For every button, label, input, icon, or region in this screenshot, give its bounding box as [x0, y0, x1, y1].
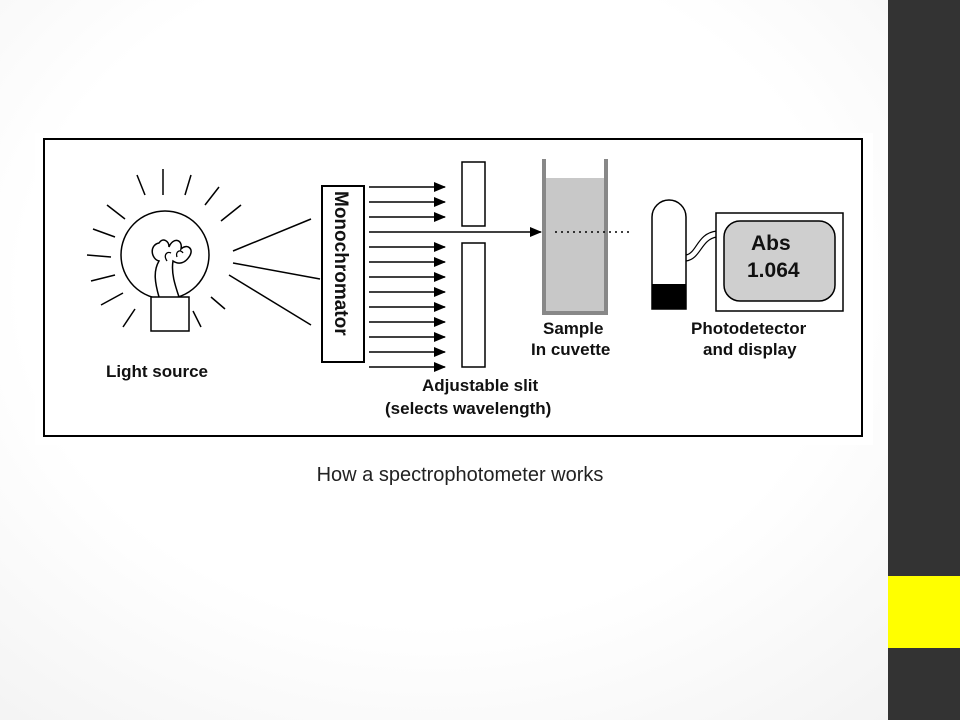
cuvette [542, 159, 633, 315]
figure-caption: How a spectrophotometer works [316, 464, 604, 486]
slit-label-line2: (selects wavelength) [385, 399, 551, 418]
sample-label-line1: Sample [543, 319, 603, 338]
detector-label-line2: and display [703, 340, 797, 359]
slit-lower-plate [461, 242, 486, 368]
slit-label-line1: Adjustable slit [422, 376, 539, 395]
photodetector-icon [651, 199, 718, 310]
absorbance-display: Abs 1.064 [715, 212, 844, 312]
cuvette-liquid [546, 178, 604, 312]
light-rays [86, 169, 321, 328]
slit-upper-plate [461, 161, 486, 227]
display-screen [723, 220, 836, 302]
monochromator-box [321, 185, 365, 363]
light-source-label: Light source [106, 362, 208, 381]
display-value: 1.064 [747, 259, 800, 282]
diagram-svg: Light source Monochromator Adjustable sl… [43, 138, 863, 437]
display-title: Abs [751, 232, 791, 255]
light-bulb-icon [86, 169, 321, 332]
side-accent-block [888, 576, 960, 648]
bulb-filament [151, 239, 192, 298]
detector-label-line1: Photodetector [691, 319, 807, 338]
light-beams [369, 182, 542, 372]
monochromator-label: Monochromator [330, 191, 351, 336]
bulb-base [150, 296, 190, 332]
sample-label-line2: In cuvette [531, 340, 610, 359]
spectrophotometer-figure: Light source Monochromator Adjustable sl… [35, 133, 873, 445]
